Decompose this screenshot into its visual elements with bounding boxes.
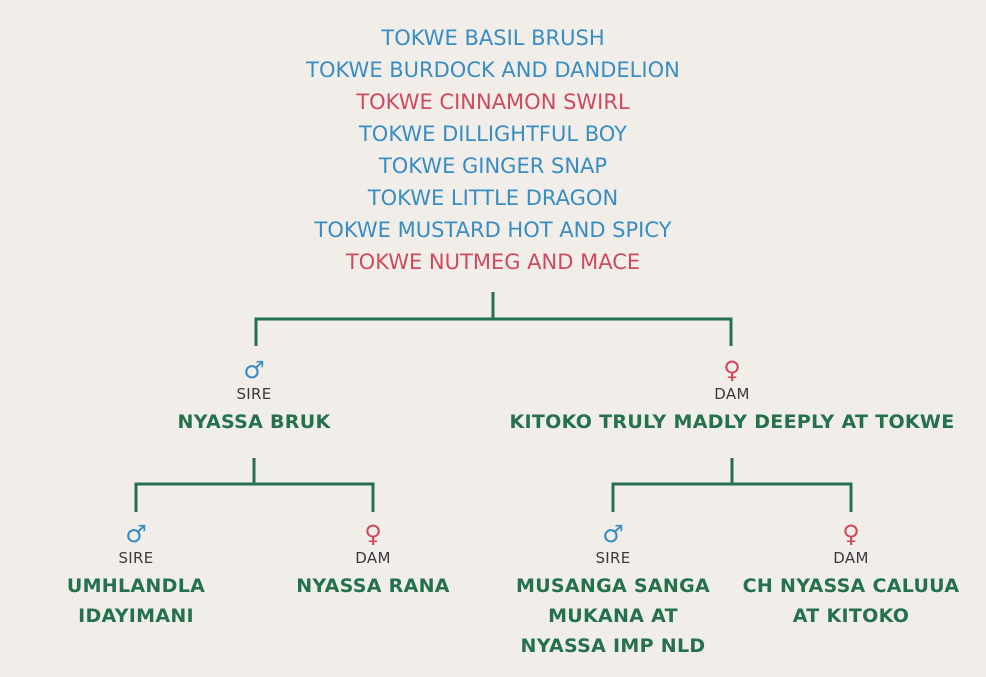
dam-name: KITOKO TRULY MADLY DEEPLY AT TOKWE bbox=[509, 411, 955, 433]
litter-item: TOKWE BASIL BRUSH bbox=[381, 26, 605, 50]
litter-item: TOKWE LITTLE DRAGON bbox=[367, 186, 619, 210]
dam-sire-name: MUSANGA SANGA MUKANA AT NYASSA IMP NLD bbox=[515, 575, 711, 657]
sire-dam-name: NYASSA RANA bbox=[296, 575, 450, 597]
female-symbol-icon: ♀ bbox=[842, 520, 860, 548]
male-symbol-icon: ♂ bbox=[243, 356, 265, 384]
male-symbol-icon: ♂ bbox=[125, 520, 147, 548]
dam-role-label: DAM bbox=[714, 385, 750, 403]
dam-node: ♀ DAM KITOKO TRULY MADLY DEEPLY AT TOKWE bbox=[510, 358, 955, 437]
sire-node: ♂ SIRE NYASSA BRUK bbox=[178, 358, 331, 437]
sire-name: NYASSA BRUK bbox=[177, 411, 331, 433]
female-symbol-icon: ♀ bbox=[723, 356, 741, 384]
dam-grandparents-connector bbox=[611, 458, 853, 512]
male-symbol-icon: ♂ bbox=[602, 520, 624, 548]
sire-role-label: SIRE bbox=[236, 385, 272, 403]
dam-dam-name: CH NYASSA CALUUA AT KITOKO bbox=[742, 575, 960, 627]
female-symbol-icon: ♀ bbox=[364, 520, 382, 548]
litter-item: TOKWE DILLIGHTFUL BOY bbox=[358, 122, 627, 146]
dam-dam-node: ♀ DAM CH NYASSA CALUUA AT KITOKO bbox=[741, 522, 961, 631]
sire-sire-role-label: SIRE bbox=[118, 549, 154, 567]
sire-sire-node: ♂ SIRE UMHLANDLA IDAYIMANI bbox=[51, 522, 221, 631]
sire-sire-name: UMHLANDLA IDAYIMANI bbox=[66, 575, 206, 627]
litter-item: TOKWE CINNAMON SWIRL bbox=[356, 90, 630, 114]
litter-item: TOKWE MUSTARD HOT AND SPICY bbox=[314, 218, 672, 242]
litter-item: TOKWE GINGER SNAP bbox=[378, 154, 608, 178]
dam-sire-role-label: SIRE bbox=[595, 549, 631, 567]
litter-list: TOKWE BASIL BRUSH TOKWE BURDOCK AND DAND… bbox=[0, 22, 986, 278]
sire-dam-role-label: DAM bbox=[355, 549, 391, 567]
litter-item: TOKWE BURDOCK AND DANDELION bbox=[306, 58, 680, 82]
parents-connector bbox=[254, 292, 733, 346]
sire-dam-node: ♀ DAM NYASSA RANA bbox=[296, 522, 450, 601]
litter-item: TOKWE NUTMEG AND MACE bbox=[345, 250, 641, 274]
dam-sire-node: ♂ SIRE MUSANGA SANGA MUKANA AT NYASSA IM… bbox=[503, 522, 723, 661]
sire-grandparents-connector bbox=[134, 458, 375, 512]
dam-dam-role-label: DAM bbox=[833, 549, 869, 567]
